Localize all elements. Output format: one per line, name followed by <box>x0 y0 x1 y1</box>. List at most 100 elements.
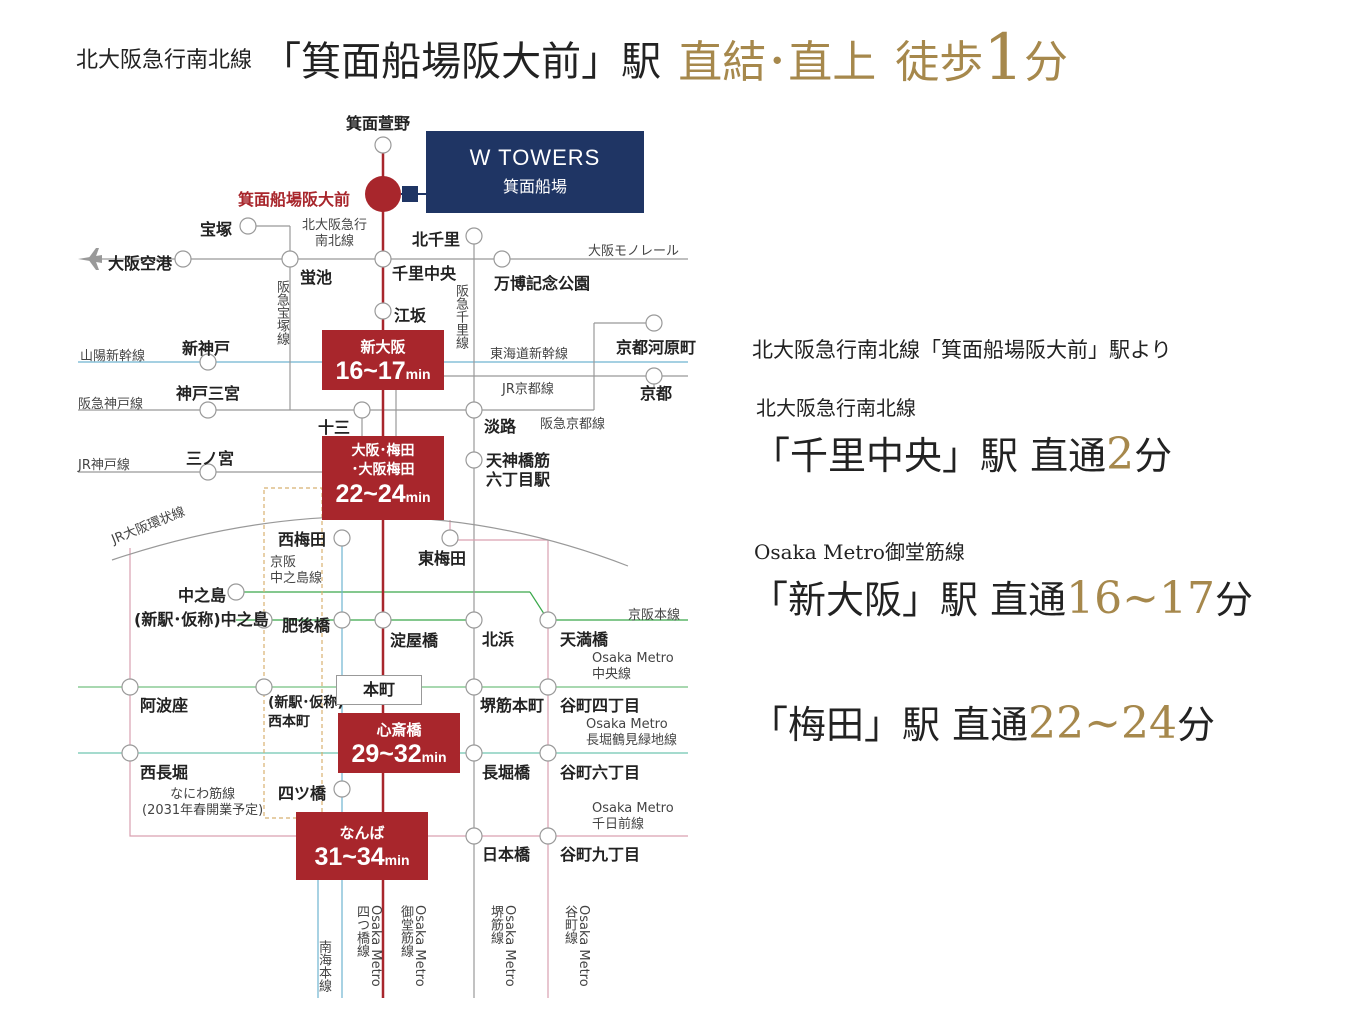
home-direct-square <box>402 186 418 202</box>
route-shinosaka-row: 「新大阪」駅 直通16~17分 <box>750 569 1253 624</box>
route-umeda-via: 直通 <box>952 703 1029 747</box>
label-line-keihan-main: 京阪本線 <box>628 608 681 623</box>
station-yodoyabashi <box>374 611 392 629</box>
route-senri-chuo: 北大阪急行南北線 「千里中央」駅 直通2分 <box>752 392 1172 480</box>
label-nagahoribashi: 長堀橋 <box>482 763 531 782</box>
station-sakaisuji-honmachi <box>465 678 483 696</box>
label-minoh-kayano: 箕面萱野 <box>346 114 411 133</box>
route-shinosaka-dest: 「新大阪」駅 <box>750 578 979 622</box>
station-higashiumeda <box>441 529 459 547</box>
timebox-namba-time: 31~34 <box>314 843 385 871</box>
right-intro: 北大阪急行南北線「箕面船場阪大前」駅より <box>752 338 1172 362</box>
label-tanimachi6: 谷町六丁目 <box>560 763 641 782</box>
station-kyoto-kawaramachi <box>645 314 663 332</box>
timebox-umeda: 大阪･梅田 ･大阪梅田 22~24min <box>322 436 444 520</box>
label-kyoto-kawaramachi: 京都河原町 <box>616 338 697 357</box>
label-sakaisuji-honmachi: 堺筋本町 <box>480 696 545 715</box>
label-higobashi: 肥後橋 <box>282 616 331 635</box>
line-naniwa-dashed <box>263 487 323 819</box>
label-osaka-airport: 大阪空港 <box>108 254 173 273</box>
label-new-nakanoshima: (新駅･仮称)中之島 <box>134 610 269 629</box>
label-kitahama: 北浜 <box>482 630 515 649</box>
station-nagahoribashi <box>465 744 483 762</box>
label-line-sanyo-shinkansen: 山陽新幹線 <box>80 349 146 364</box>
route-umeda: 「梅田」駅 直通22~24分 <box>750 694 1215 749</box>
route-shinosaka-time: 16~17 <box>1066 573 1215 624</box>
station-shinkobe <box>199 353 217 371</box>
station-awaji <box>465 401 483 419</box>
timebox-namba-name: なんば <box>339 824 385 842</box>
label-line-monorail: 大阪モノレール <box>588 244 680 259</box>
timebox-shinosaka-time: 16~17 <box>335 357 406 385</box>
wtowers-box: W TOWERS 箕面船場 <box>426 131 644 213</box>
header-title: 北大阪急行南北線 「箕面船場阪大前」駅 直結･直上 徒歩1分 <box>76 26 1069 90</box>
station-kitasenri <box>465 227 483 245</box>
label-line-hankyu-takarazuka: 阪急宝塚線 <box>274 280 289 345</box>
label-kyoto: 京都 <box>640 384 673 403</box>
label-line-kitakyu: 北大阪急行 南北線 <box>302 218 368 249</box>
station-tanimachi4 <box>539 678 557 696</box>
station-banpaku <box>493 250 511 268</box>
station-minoh-kayano <box>374 136 392 154</box>
station-yotsubashi <box>333 780 351 798</box>
station-kyoto <box>645 367 663 385</box>
station-tenmabashi <box>539 611 557 629</box>
label-line-tokaido-shinkansen: 東海道新幹線 <box>490 347 569 362</box>
label-yotsubashi: 四ツ橋 <box>278 784 327 803</box>
timebox-namba: なんば 31~34min <box>296 812 428 880</box>
label-line-jr-kobe: JR神戸線 <box>78 458 130 473</box>
route-senri-chuo-dest: 「千里中央」駅 <box>752 434 1019 478</box>
label-banpaku: 万博記念公園 <box>494 274 591 293</box>
wtowers-sub: 箕面船場 <box>502 177 567 196</box>
airplane-icon <box>78 248 102 270</box>
label-line-metro-chuo: Osaka Metro 中央線 <box>592 651 674 682</box>
label-nipponbashi: 日本橋 <box>482 845 531 864</box>
route-senri-chuo-via: 直通 <box>1030 434 1107 478</box>
label-sannomiya: 三ノ宮 <box>186 449 235 468</box>
timebox-shinosaka-name: 新大阪 <box>360 338 406 356</box>
line-naniwa <box>129 548 296 837</box>
label-line-hankyu-kyoto: 阪急京都線 <box>540 417 606 432</box>
timebox-shinsaibashi-name: 心斎橋 <box>376 721 422 739</box>
station-markers <box>121 136 663 845</box>
station-takarazuka <box>239 217 257 235</box>
header-direct: 直結･直上 <box>678 37 877 88</box>
label-line-jr-kyoto: JR京都線 <box>502 382 554 397</box>
label-line-hankyu-senri: 阪急千里線 <box>453 284 468 349</box>
route-umeda-time: 22~24 <box>1028 698 1177 749</box>
label-line-hankyu-kobe: 阪急神戸線 <box>78 397 144 412</box>
label-takarazuka: 宝塚 <box>200 220 233 239</box>
station-kobe-sannomiya <box>199 401 217 419</box>
timebox-shinsaibashi-time: 29~32 <box>351 740 422 768</box>
label-senri-chuo: 千里中央 <box>392 264 457 283</box>
label-honmachi: 本町 <box>362 680 395 699</box>
station-senri-chuo <box>374 250 392 268</box>
label-nishiumeda: 西梅田 <box>278 530 327 549</box>
label-esaka: 江坂 <box>394 306 427 325</box>
label-higashiumeda: 東梅田 <box>418 549 467 568</box>
station-nipponbashi <box>465 827 483 845</box>
timebox-shinsaibashi-unit: min <box>421 749 447 765</box>
station-esaka <box>374 302 392 320</box>
station-tanimachi6 <box>539 744 557 762</box>
station-tenjinbashi <box>465 451 483 469</box>
route-umeda-dest: 「梅田」駅 <box>750 703 941 747</box>
station-nishinagahori <box>121 744 139 762</box>
route-senri-chuo-line: 北大阪急行南北線 <box>756 396 916 420</box>
station-new-nishihonmachi <box>255 678 273 696</box>
label-line-metro-yotsubashi: Osaka Metro四つ橋線 <box>354 905 383 987</box>
station-juso <box>353 401 371 419</box>
station-hotarugaike <box>281 250 299 268</box>
station-sannomiya <box>199 463 217 481</box>
header-walk-unit: 分 <box>1024 37 1069 88</box>
route-shinosaka-via: 直通 <box>990 578 1067 622</box>
label-tanimachi9: 谷町九丁目 <box>560 845 641 864</box>
label-nishinagahori: 西長堀 <box>140 763 189 782</box>
route-senri-chuo-row: 「千里中央」駅 直通2分 <box>752 425 1172 480</box>
timebox-namba-unit: min <box>384 852 410 868</box>
label-juso: 十三 <box>318 418 351 437</box>
label-awaza: 阿波座 <box>140 696 189 715</box>
route-shinosaka: Osaka Metro御堂筋線 「新大阪」駅 直通16~17分 <box>750 536 1253 624</box>
station-higobashi <box>333 611 351 629</box>
label-shinkobe: 新神戸 <box>182 339 231 358</box>
